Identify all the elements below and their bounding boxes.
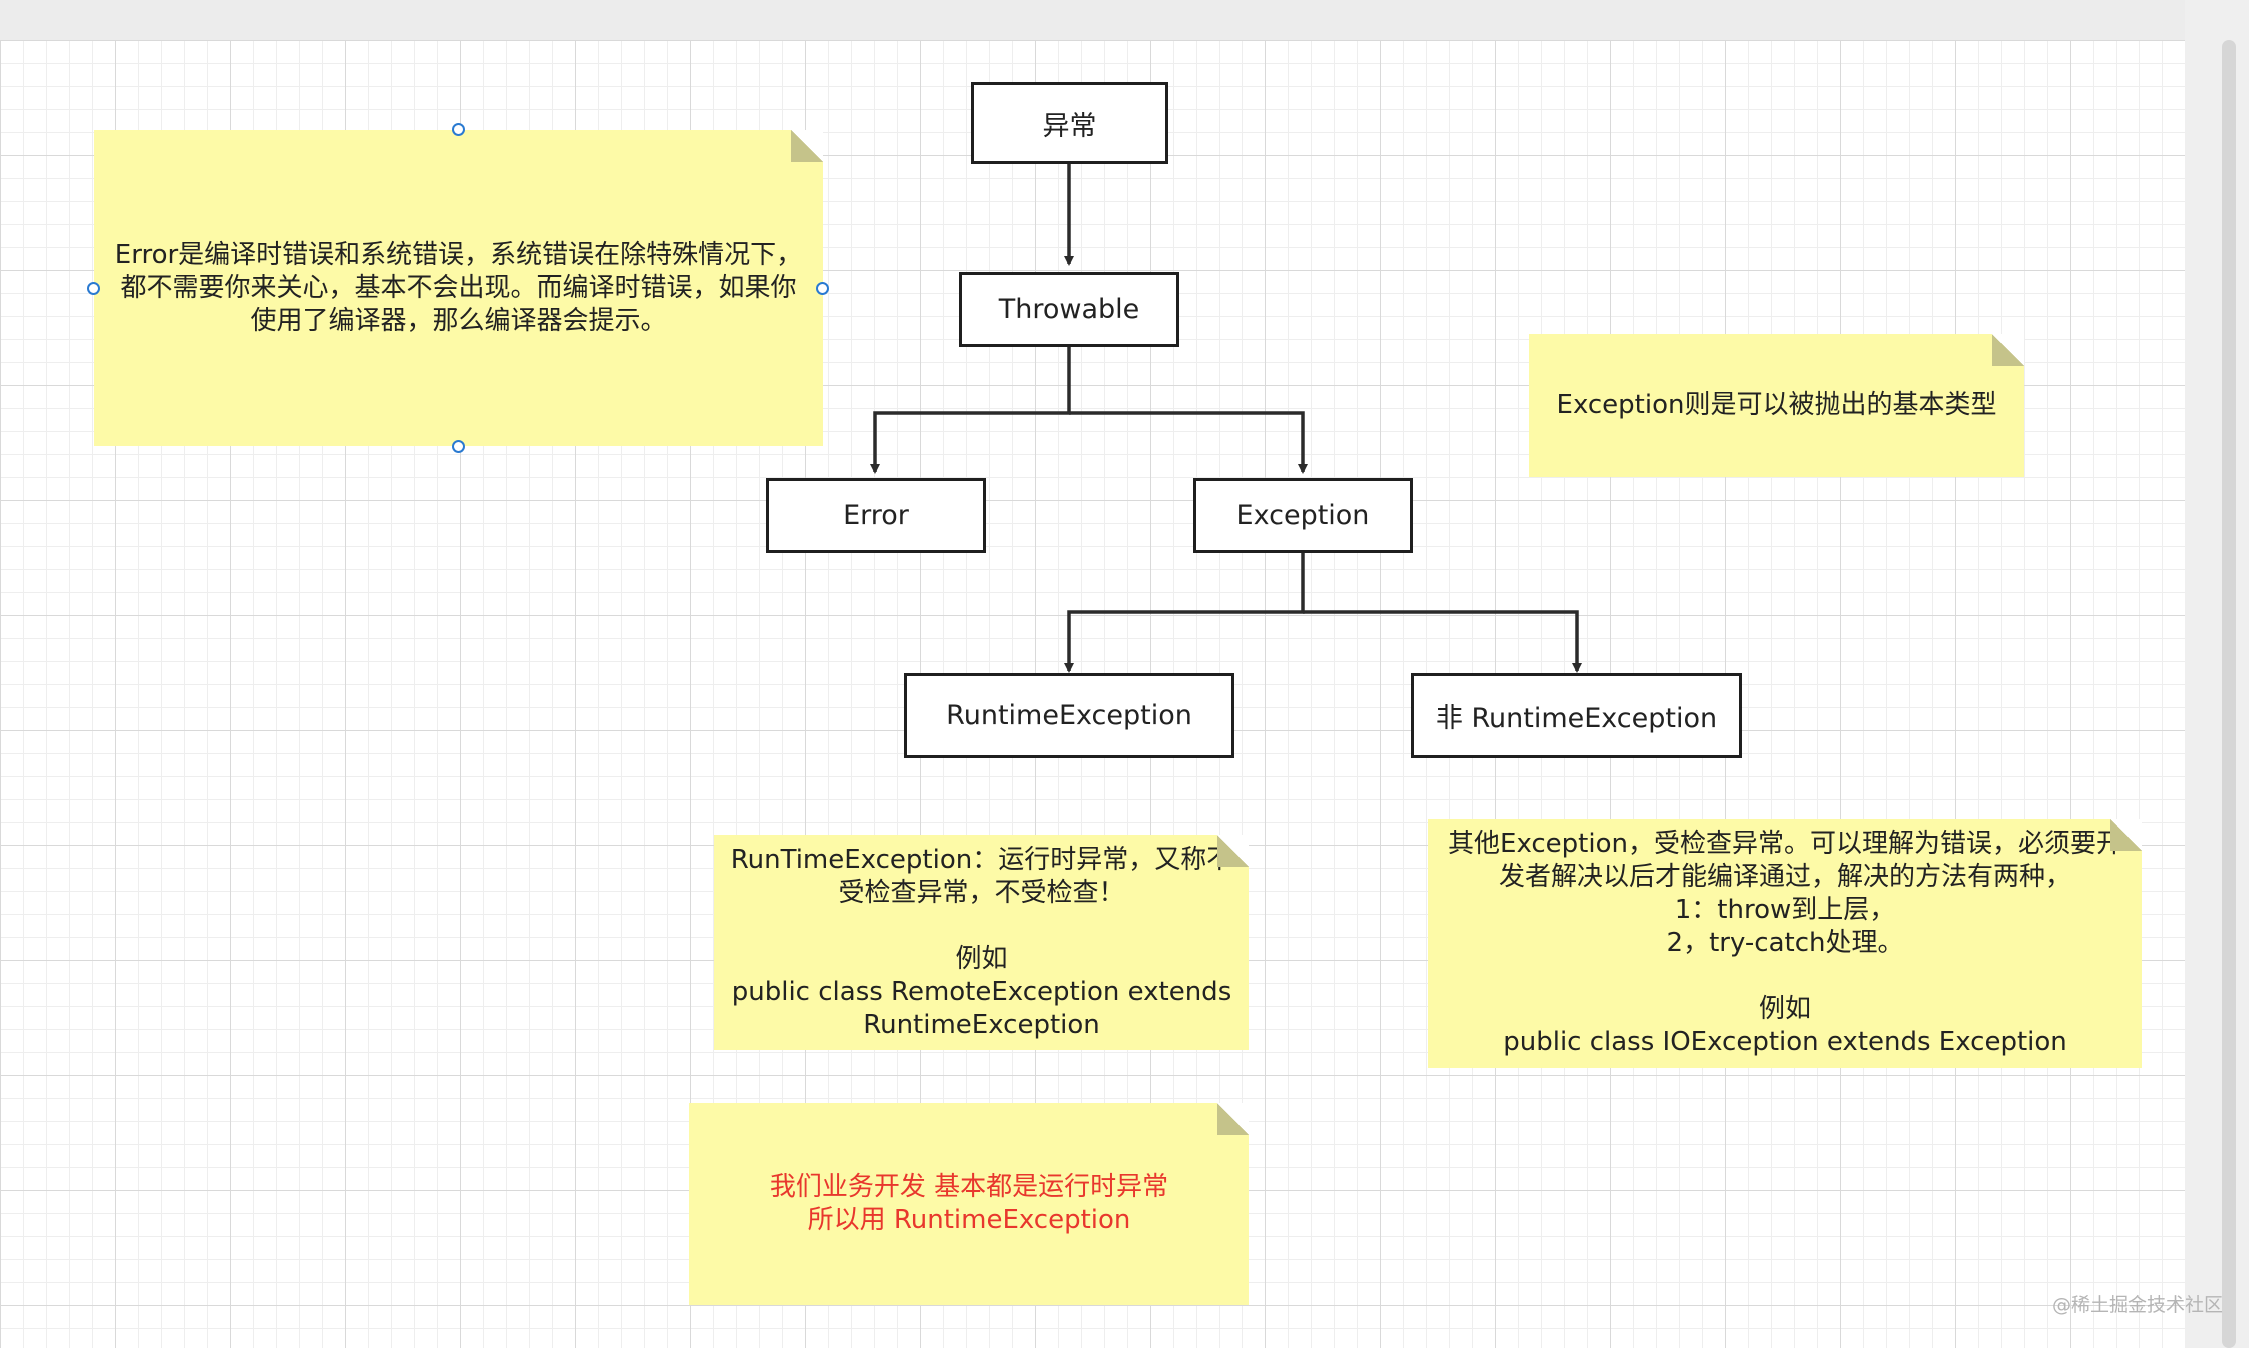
resize-handle-top[interactable]	[452, 123, 465, 136]
edge-throwable-exception	[1069, 411, 1308, 474]
edge-exception-runtime	[1064, 553, 1305, 673]
node-runtime-exception[interactable]: RuntimeException	[904, 673, 1234, 758]
note-error[interactable]: Error是编译时错误和系统错误，系统错误在除特殊情况下， 都不需要你来关心，基…	[94, 130, 823, 446]
node-throwable[interactable]: Throwable	[959, 272, 1179, 347]
node-non-runtime-exception[interactable]: 非 RuntimeException	[1411, 673, 1742, 758]
edge-throwable-error	[870, 347, 1071, 474]
watermark: @稀土掘金技术社区	[2052, 1294, 2224, 1316]
note-fold-corner	[1217, 1103, 1249, 1135]
note-checked-text: 其他Exception，受检查异常。可以理解为错误，必须要开 发者解决以后才能编…	[1448, 829, 2122, 1057]
scroll-track	[2185, 0, 2249, 1348]
node-exception[interactable]: Exception	[1193, 478, 1413, 553]
note-exception-text: Exception则是可以被抛出的基本类型	[1556, 390, 1997, 420]
note-checked[interactable]: 其他Exception，受检查异常。可以理解为错误，必须要开 发者解决以后才能编…	[1428, 819, 2142, 1068]
note-business-text: 我们业务开发 基本都是运行时异常 所以用 RuntimeException	[769, 1172, 1169, 1235]
note-fold-corner	[1992, 334, 2024, 366]
note-runtime[interactable]: RunTimeException：运行时异常，又称不 受检查异常，不受检查！ 例…	[714, 835, 1249, 1050]
edge-exception-nonruntime	[1303, 610, 1582, 673]
note-fold-corner	[1217, 835, 1249, 867]
resize-handle-right[interactable]	[816, 282, 829, 295]
note-error-text: Error是编译时错误和系统错误，系统错误在除特殊情况下， 都不需要你来关心，基…	[114, 239, 803, 336]
note-runtime-text: RunTimeException：运行时异常，又称不 受检查异常，不受检查！ 例…	[730, 844, 1233, 1040]
note-exception[interactable]: Exception则是可以被抛出的基本类型	[1529, 334, 2024, 477]
note-fold-corner	[791, 130, 823, 162]
node-root[interactable]: 异常	[971, 82, 1168, 164]
resize-handle-bottom[interactable]	[452, 440, 465, 453]
note-business[interactable]: 我们业务开发 基本都是运行时异常 所以用 RuntimeException	[689, 1103, 1249, 1305]
vertical-scrollbar[interactable]	[2222, 40, 2236, 1348]
note-fold-corner	[2110, 819, 2142, 851]
resize-handle-left[interactable]	[87, 282, 100, 295]
node-error[interactable]: Error	[766, 478, 986, 553]
